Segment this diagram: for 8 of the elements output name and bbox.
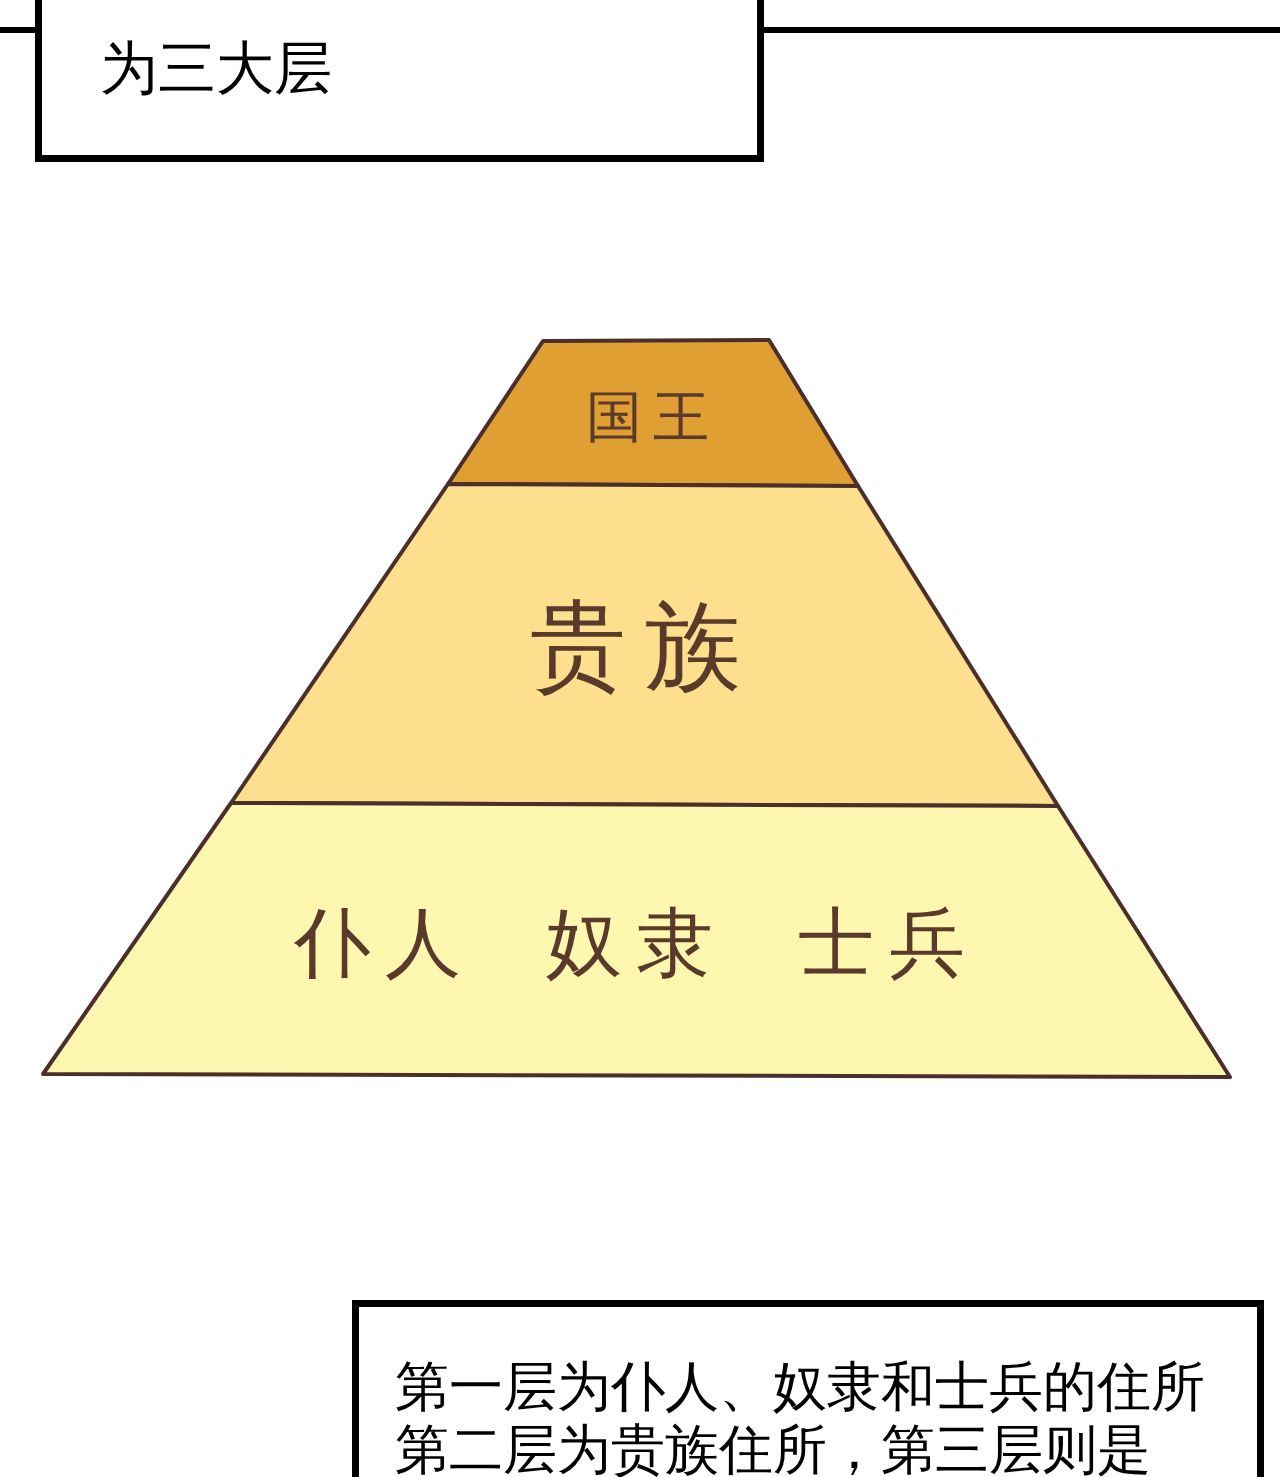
caption-text: 为三大层 bbox=[100, 35, 333, 102]
tier-label: 贵族 bbox=[529, 589, 760, 704]
tier-label: 国王 bbox=[586, 383, 720, 451]
tier-label: 奴隶 bbox=[545, 897, 728, 990]
caption-box bbox=[352, 1300, 1264, 1477]
caption-box bbox=[35, 0, 764, 162]
tier-label: 仆人 bbox=[293, 897, 476, 990]
tier-label: 士兵 bbox=[797, 897, 980, 990]
